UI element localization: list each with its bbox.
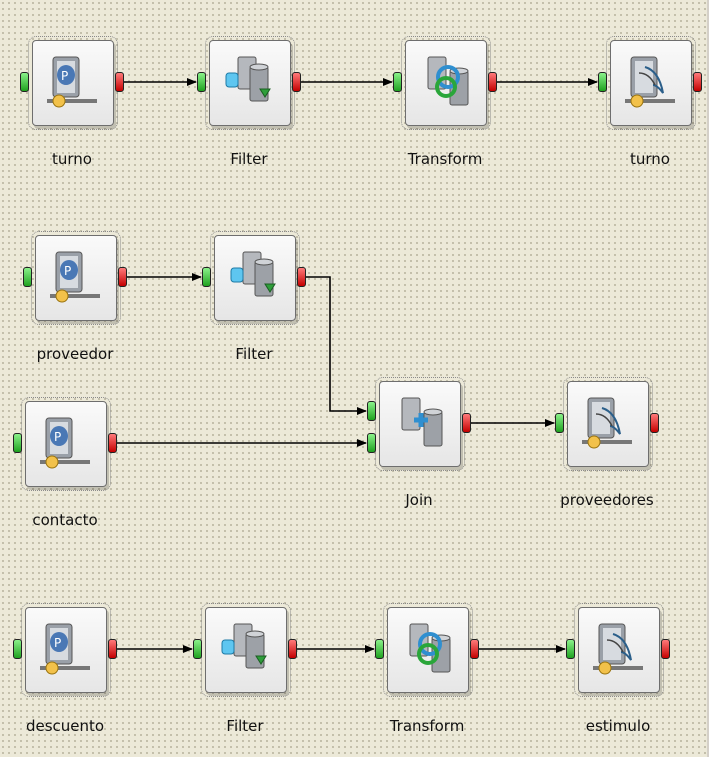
input-port[interactable] — [197, 72, 206, 92]
input-port[interactable] — [23, 267, 32, 287]
input-port[interactable] — [393, 72, 402, 92]
postgres-source-icon: P — [47, 56, 97, 108]
output-port[interactable] — [462, 413, 471, 433]
filter-icon — [221, 623, 267, 669]
output-port[interactable] — [108, 639, 117, 659]
svg-text:P: P — [54, 430, 61, 444]
node-label: turno — [52, 150, 92, 168]
node-label: Join — [405, 491, 433, 509]
node-label: Transform — [389, 717, 465, 735]
transform-icon — [427, 56, 469, 106]
edge-n6-n8[interactable] — [306, 276, 367, 415]
filter-icon — [230, 251, 276, 297]
input-port[interactable] — [13, 639, 22, 659]
output-port[interactable] — [292, 72, 301, 92]
node-box[interactable] — [375, 377, 465, 471]
postgres-source-icon: P — [40, 417, 90, 469]
node-label: descuento — [25, 717, 105, 735]
node-box[interactable]: P — [21, 603, 111, 697]
postgres-source-icon: P — [40, 623, 90, 675]
node-label: contacto — [32, 511, 98, 529]
input-port[interactable] — [375, 639, 384, 659]
output-port[interactable] — [650, 413, 659, 433]
input-port[interactable] — [555, 413, 564, 433]
node-box[interactable] — [563, 377, 653, 471]
input-port[interactable] — [193, 639, 202, 659]
svg-text:P: P — [64, 264, 71, 278]
node-box[interactable] — [210, 231, 300, 325]
postgres-source-icon: P — [50, 251, 100, 303]
output-port[interactable] — [470, 639, 479, 659]
input-port[interactable] — [598, 72, 607, 92]
input-port[interactable] — [202, 267, 211, 287]
output-port[interactable] — [108, 433, 117, 453]
input-port[interactable] — [566, 639, 575, 659]
node-label: Filter — [226, 717, 264, 735]
mysql-target-icon — [582, 397, 632, 449]
svg-text:P: P — [54, 636, 61, 650]
node-label: Filter — [235, 345, 273, 363]
node-label: proveedores — [560, 491, 654, 509]
node-box[interactable] — [574, 603, 664, 697]
node-label: proveedor — [36, 345, 114, 363]
node-box[interactable]: P — [28, 36, 118, 130]
node-box[interactable]: P — [21, 397, 111, 491]
node-label: estimulo — [585, 717, 651, 735]
node-box[interactable] — [383, 603, 473, 697]
node-label: Filter — [230, 150, 268, 168]
input-port[interactable] — [20, 72, 29, 92]
node-label: turno — [630, 150, 670, 168]
output-port[interactable] — [661, 639, 670, 659]
input-port[interactable] — [13, 433, 22, 453]
output-port[interactable] — [488, 72, 497, 92]
node-label: Transform — [407, 150, 483, 168]
node-box[interactable] — [201, 603, 291, 697]
output-port[interactable] — [693, 72, 702, 92]
node-box[interactable] — [606, 36, 696, 130]
node-box[interactable] — [401, 36, 491, 130]
mysql-target-icon — [593, 623, 643, 675]
node-box[interactable] — [205, 36, 295, 130]
join-icon — [401, 397, 443, 447]
transform-icon — [409, 623, 451, 673]
mysql-target-icon — [625, 56, 675, 108]
filter-icon — [225, 56, 271, 102]
svg-text:P: P — [61, 69, 68, 83]
input-port[interactable] — [367, 401, 376, 421]
output-port[interactable] — [118, 267, 127, 287]
node-box[interactable]: P — [31, 231, 121, 325]
output-port[interactable] — [115, 72, 124, 92]
input-port[interactable] — [367, 433, 376, 453]
output-port[interactable] — [297, 267, 306, 287]
output-port[interactable] — [288, 639, 297, 659]
